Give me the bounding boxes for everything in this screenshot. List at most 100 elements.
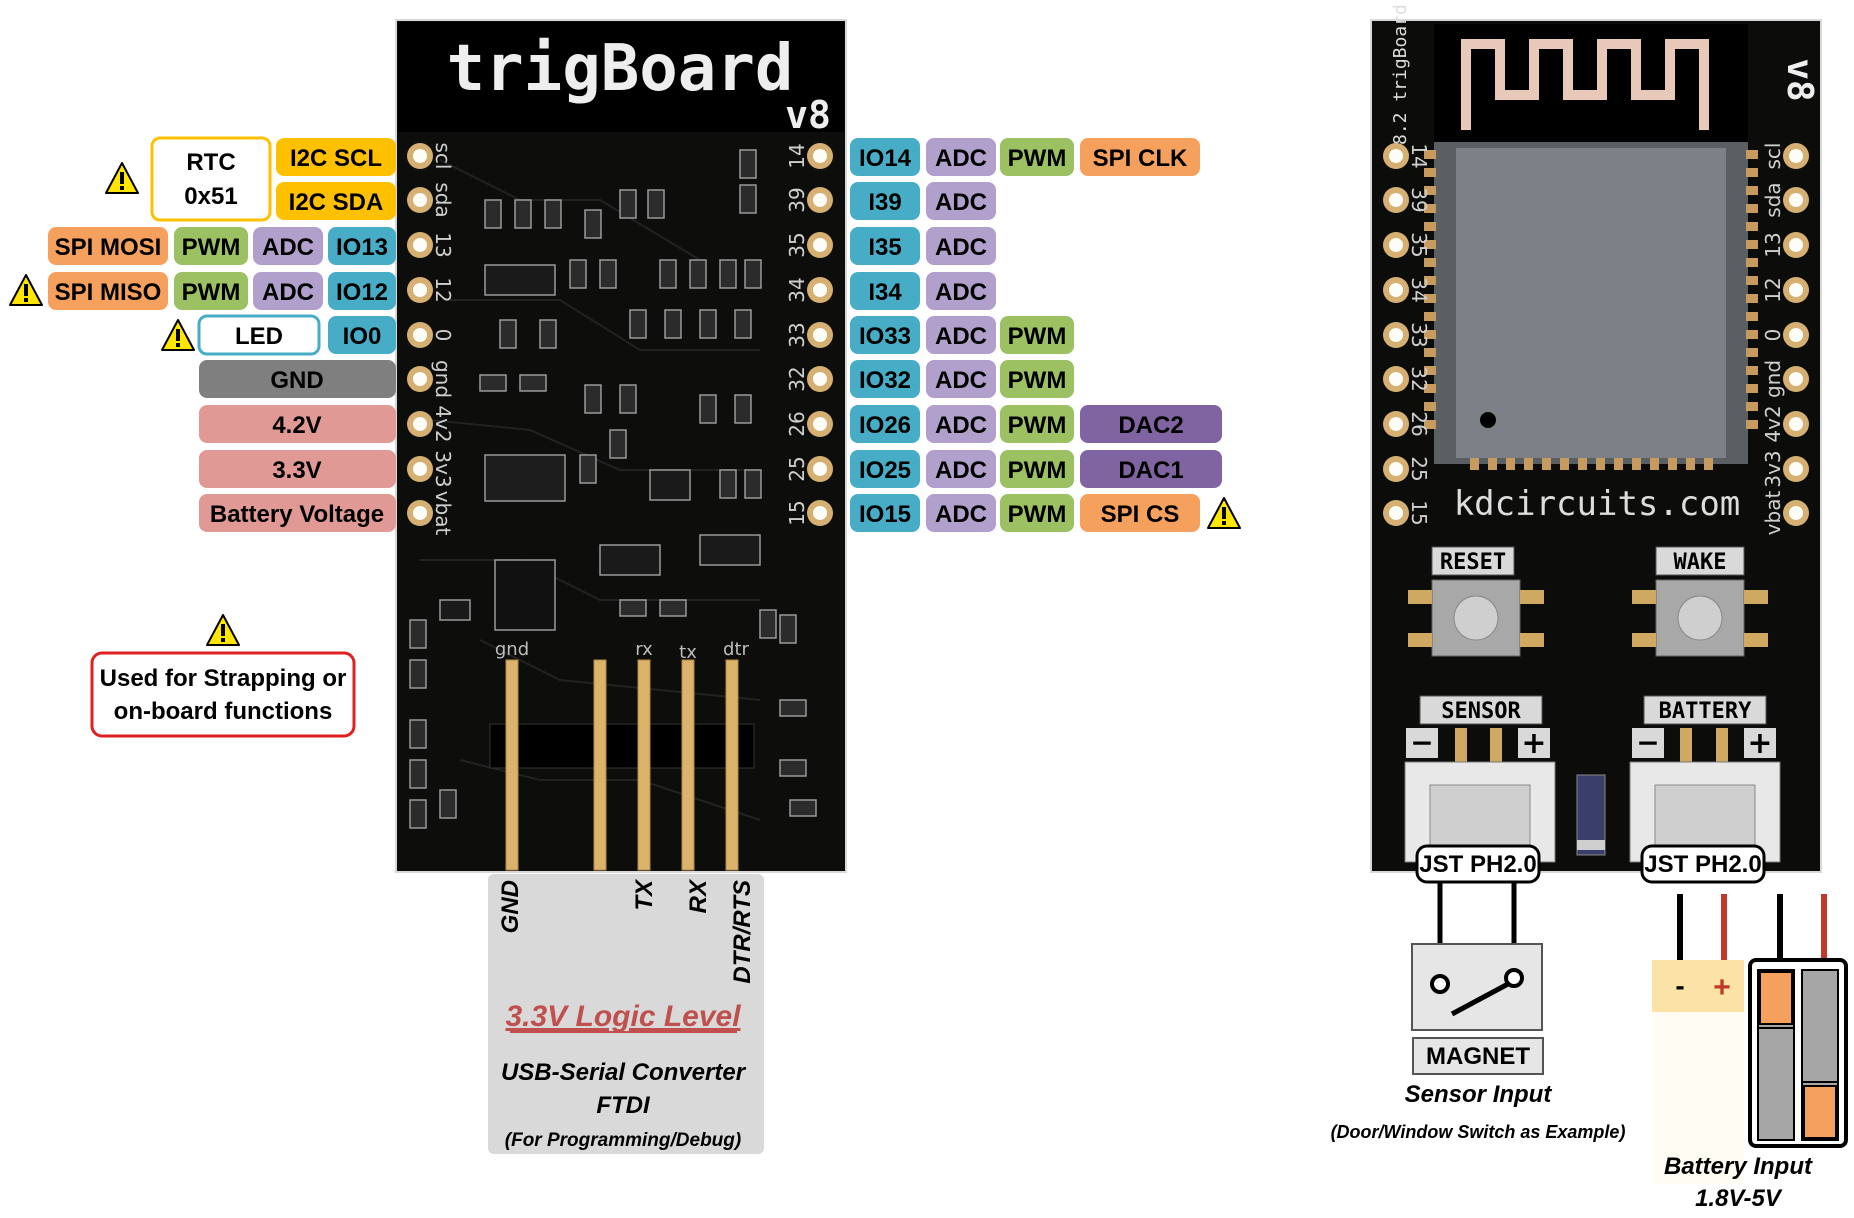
board-brand: trigBoard <box>447 32 794 106</box>
warning-note-line2: on-board functions <box>114 698 333 725</box>
rtc-address: 0x51 <box>184 183 237 210</box>
sensor-title: Sensor Input <box>1405 1081 1553 1108</box>
wake-button[interactable]: WAKE <box>1632 546 1768 657</box>
silk-3v3: 3v3 <box>431 450 455 487</box>
ftdi-pin-tx: TX <box>631 878 658 911</box>
label-adc-39: ADC <box>935 189 987 216</box>
label-adc-32: ADC <box>935 367 987 394</box>
label-spi-clk: SPI CLK <box>1093 145 1188 172</box>
back-silk-vbat: vbat <box>1761 491 1785 536</box>
label-4v2: 4.2V <box>272 412 321 439</box>
back-silk-13: 13 <box>1761 232 1785 257</box>
silk-25: 25 <box>785 456 809 481</box>
label-io13: IO13 <box>336 234 388 261</box>
ftdi-pin-rx: RX <box>685 878 712 913</box>
label-io32: IO32 <box>859 367 911 394</box>
silk-35: 35 <box>785 232 809 257</box>
back-silk-14: 14 <box>1407 143 1431 168</box>
back-silk-26: 26 <box>1407 411 1431 436</box>
warning-icon <box>1207 497 1241 529</box>
label-io33: IO33 <box>859 323 911 350</box>
label-spi-cs: SPI CS <box>1101 501 1180 528</box>
sensor-input: JST PH2.0 MAGNET Sensor Input (Door/Wind… <box>1331 844 1626 1142</box>
label-io14: IO14 <box>859 145 912 172</box>
pin1-dot <box>1480 412 1496 428</box>
module-castellations <box>1424 150 1758 470</box>
label-adc-13: ADC <box>262 234 314 261</box>
label-pwm-26: PWM <box>1008 412 1067 439</box>
label-dac2: DAC2 <box>1118 412 1183 439</box>
silk-14: 14 <box>785 143 809 168</box>
reset-button[interactable]: RESET <box>1408 546 1544 657</box>
label-io0: IO0 <box>343 323 382 350</box>
back-silk-32: 32 <box>1407 366 1431 391</box>
ftdi-pin-gnd: GND <box>497 880 524 933</box>
label-i39: I39 <box>868 189 901 216</box>
battery-minus: - <box>1675 970 1684 1001</box>
battery-plus-sign: + <box>1747 726 1772 761</box>
label-io25: IO25 <box>859 457 911 484</box>
battery-range: 1.8V-5V <box>1695 1185 1783 1212</box>
back-board: v8 v8.2 trigBoard 14 39 35 34 33 32 26 2… <box>1370 4 1822 873</box>
label-pwm-14: PWM <box>1008 145 1067 172</box>
back-silk-39: 39 <box>1407 187 1431 212</box>
warning-legend: Used for Strapping or on-board functions <box>90 614 356 738</box>
battery-plus: + <box>1713 971 1731 1004</box>
label-i2c-scl: I2C SCL <box>290 145 382 172</box>
smd-components <box>409 149 817 829</box>
label-i34: I34 <box>868 279 902 306</box>
silk-15: 15 <box>785 500 809 525</box>
label-adc-14: ADC <box>935 145 987 172</box>
front-silk-left: scl sda 13 12 0 gnd 4v2 3v3 vbat <box>431 143 455 536</box>
label-spi-mosi: SPI MOSI <box>55 234 162 261</box>
sensor-subtitle: (Door/Window Switch as Example) <box>1331 1122 1626 1142</box>
warning-icon <box>206 614 240 646</box>
sensor-plus: + <box>1521 726 1546 761</box>
label-pwm-33: PWM <box>1008 323 1067 350</box>
ftdi-subtitle: (For Programming/Debug) <box>505 1130 741 1151</box>
back-version: v8 <box>1779 58 1820 101</box>
back-silk-15: 15 <box>1407 500 1431 525</box>
board-version: v8 <box>785 93 831 137</box>
silk-26: 26 <box>785 411 809 436</box>
back-pads-left <box>1383 143 1409 526</box>
front-silk-right: 14 39 35 34 33 32 26 25 15 <box>785 143 809 525</box>
label-led: LED <box>235 323 283 350</box>
wake-label: WAKE <box>1674 550 1727 575</box>
back-silk-gnd: gnd <box>1761 360 1785 398</box>
silk-gnd: gnd <box>431 360 455 398</box>
label-adc-33: ADC <box>935 323 987 350</box>
label-adc-26: ADC <box>935 412 987 439</box>
back-silk-4v2: 4v2 <box>1761 405 1785 442</box>
silk-0: 0 <box>431 329 455 342</box>
front-pads-right <box>807 143 833 526</box>
header-silk-dtr: dtr <box>723 639 749 660</box>
label-io26: IO26 <box>859 412 911 439</box>
warning-icon <box>9 274 43 306</box>
label-pwm-25: PWM <box>1008 457 1067 484</box>
silk-32: 32 <box>785 366 809 391</box>
right-pin-labels: IO14 ADC PWM SPI CLK I39 ADC I35 ADC I34… <box>850 138 1241 532</box>
rtc-label: RTC <box>186 149 235 176</box>
back-silk-scl: scl <box>1761 143 1785 170</box>
silk-scl: scl <box>431 143 455 170</box>
label-i35: I35 <box>868 234 901 261</box>
silk-4v2: 4v2 <box>431 405 455 442</box>
label-adc-34: ADC <box>935 279 987 306</box>
label-adc-25: ADC <box>935 457 987 484</box>
label-dac1: DAC1 <box>1118 457 1183 484</box>
label-3v3: 3.3V <box>272 457 321 484</box>
label-spi-miso: SPI MISO <box>55 279 162 306</box>
front-board: trigBoard v8 <box>395 19 847 873</box>
label-adc-15: ADC <box>935 501 987 528</box>
battery-minus-sign: − <box>1636 726 1659 759</box>
back-silk-35: 35 <box>1407 232 1431 257</box>
ftdi-box: GND TX RX DTR/RTS 3.3V Logic Level USB-S… <box>488 874 764 1154</box>
label-pwm-15: PWM <box>1008 501 1067 528</box>
label-i2c-sda: I2C SDA <box>289 189 384 216</box>
back-silk-25: 25 <box>1407 456 1431 481</box>
back-silk-12: 12 <box>1761 277 1785 302</box>
antenna-trace <box>1461 39 1709 130</box>
label-io12: IO12 <box>336 279 388 306</box>
